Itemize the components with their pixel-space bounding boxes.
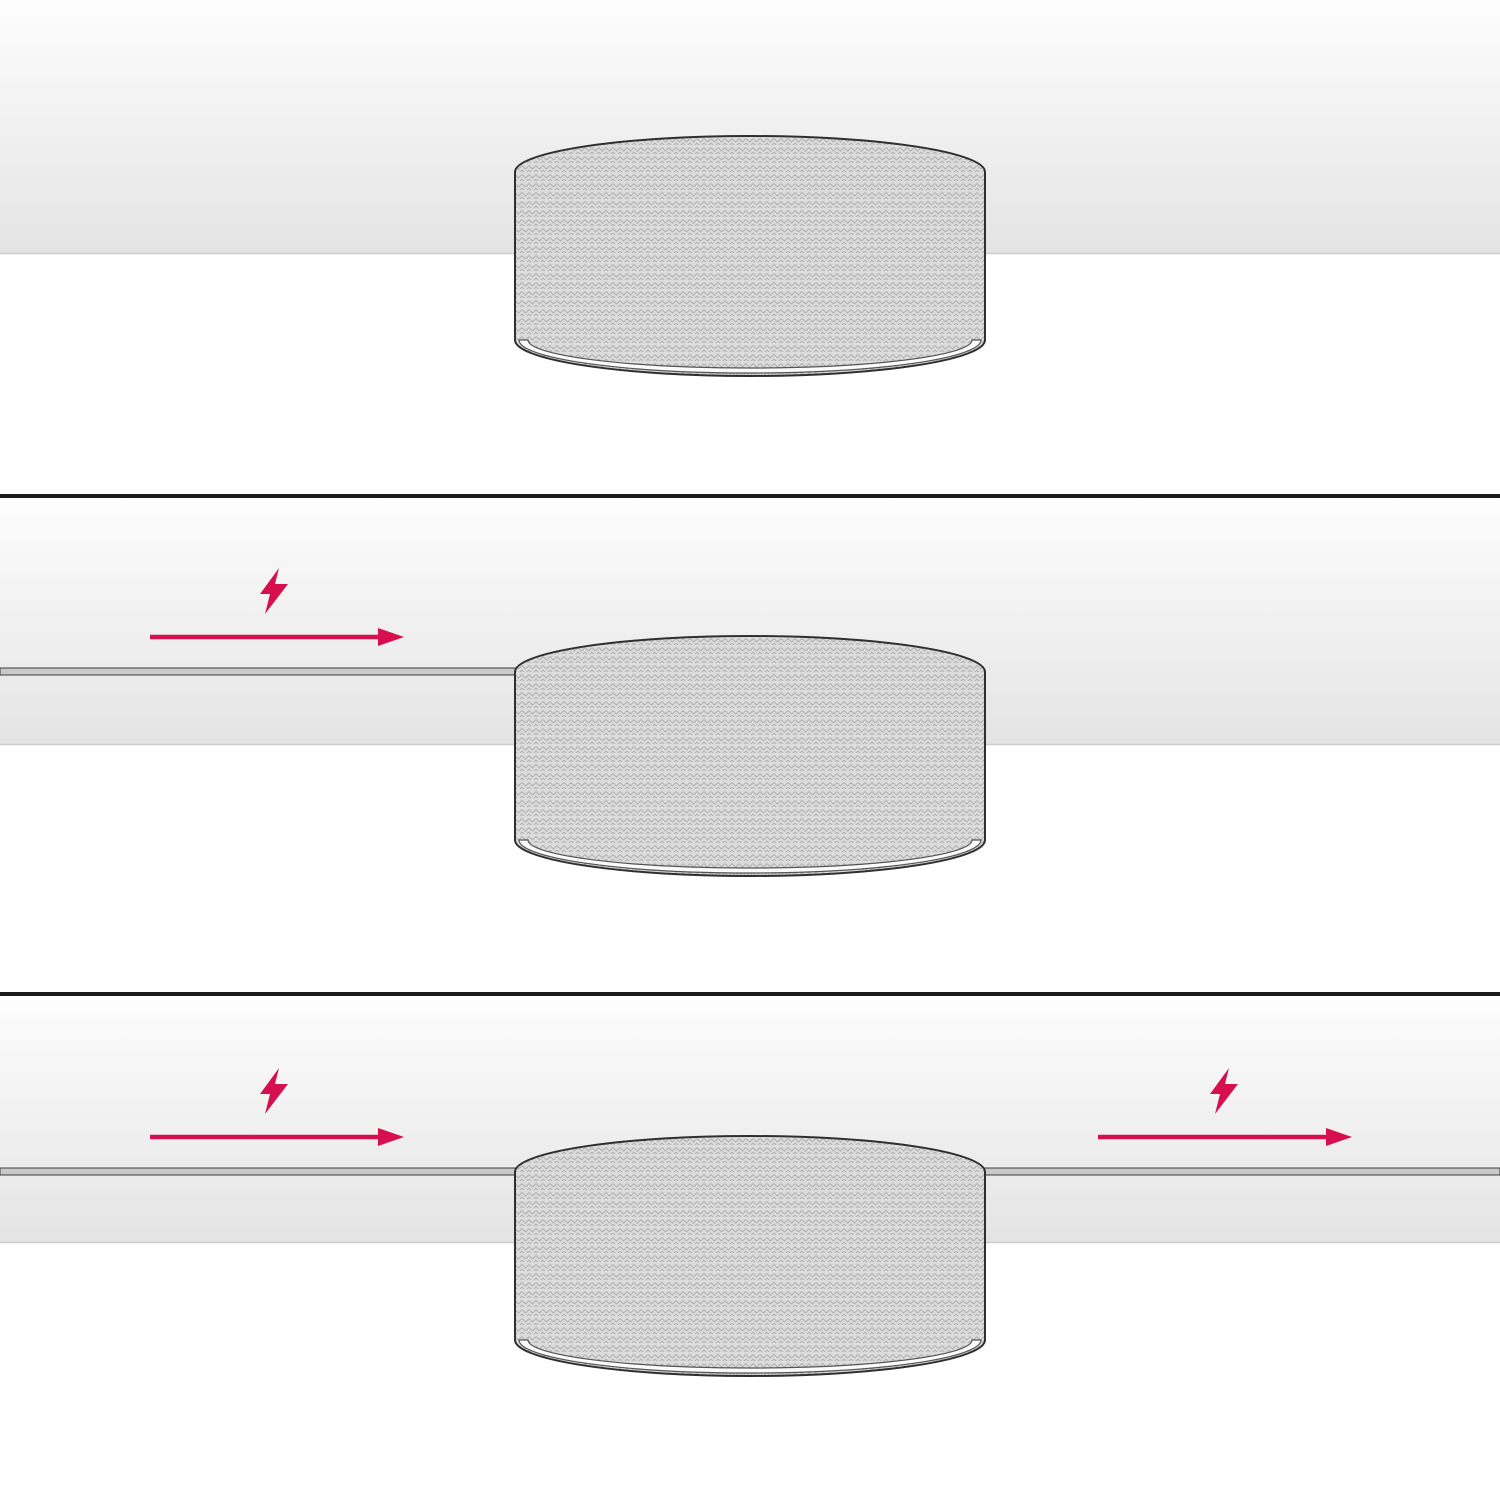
ceiling-lamp [514,135,986,377]
panel-divider [0,494,1500,498]
panel-1 [0,0,1500,377]
power-cable-right [982,1167,1500,1176]
ceiling-lamp [514,635,986,877]
power-cable-left [0,667,518,676]
panel-2 [0,494,1500,877]
panel-3 [0,992,1500,1377]
ceiling-lamp [514,1135,986,1377]
panel-divider [0,992,1500,996]
power-cable-left [0,1167,518,1176]
